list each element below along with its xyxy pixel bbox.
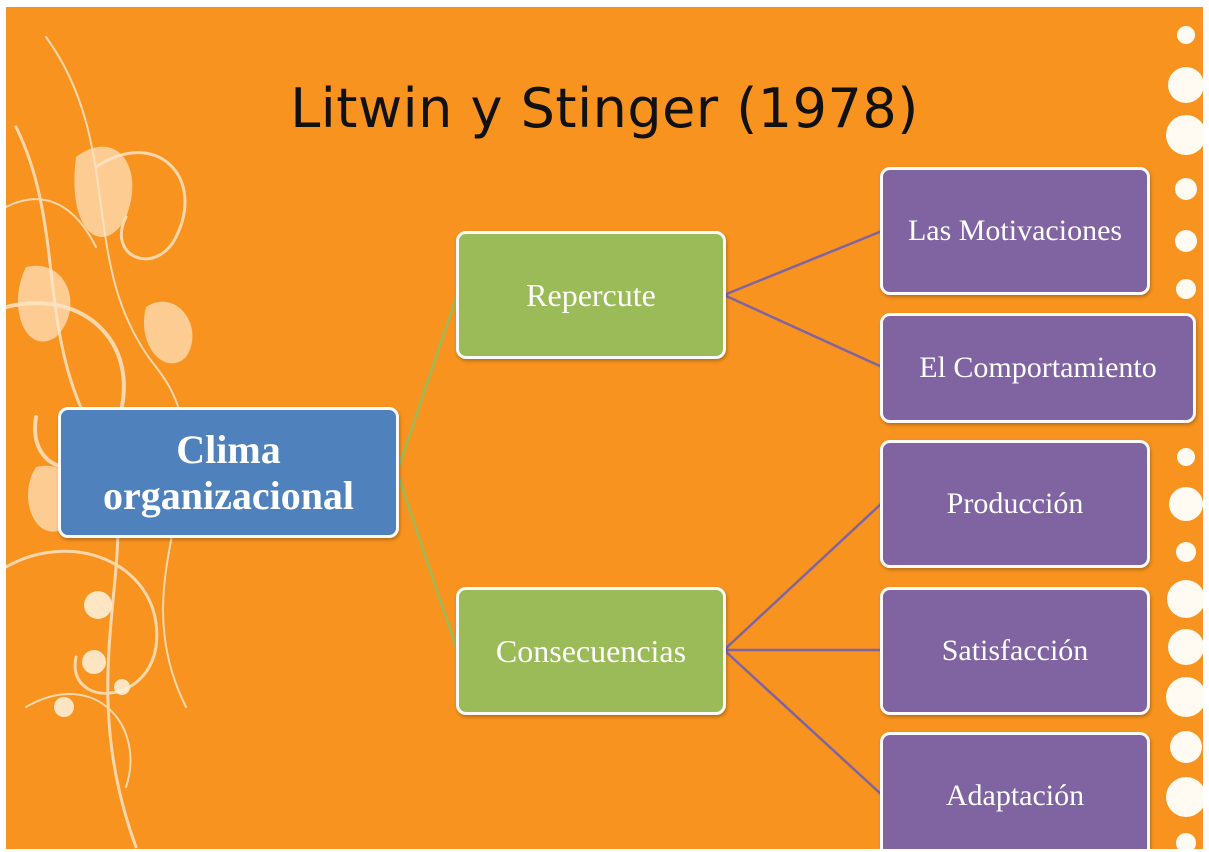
connector-root-to-repercute	[395, 294, 459, 473]
connector-root-to-consecuencias	[395, 471, 459, 651]
connector-consecuencias-to-adaptacion	[723, 649, 883, 796]
node-clima-organizacional: Clima organizacional	[58, 407, 399, 538]
connector-consecuencias-to-produccion	[723, 502, 883, 651]
node-consecuencias-label: Consecuencias	[495, 633, 687, 669]
node-repercute-label: Repercute	[526, 277, 656, 313]
node-produccion-label: Producción	[946, 487, 1084, 521]
connector-repercute-to-motivaciones	[723, 229, 883, 297]
node-produccion: Producción	[880, 440, 1150, 568]
node-satisfaccion-label: Satisfacción	[941, 634, 1089, 668]
connector-repercute-to-comportamiento	[723, 293, 883, 369]
node-el-comportamiento: El Comportamiento	[880, 313, 1196, 423]
node-adaptacion: Adaptación	[880, 732, 1150, 849]
dot-decoration	[54, 591, 130, 717]
node-consecuencias: Consecuencias	[456, 587, 726, 715]
node-satisfaccion: Satisfacción	[880, 587, 1150, 715]
right-edge-dots-decoration	[1166, 26, 1203, 849]
slide-title: Litwin y Stinger (1978)	[290, 77, 919, 140]
node-repercute: Repercute	[456, 231, 726, 359]
node-las-motivaciones-label: Las Motivaciones	[907, 214, 1123, 248]
node-adaptacion-label: Adaptación	[945, 779, 1085, 813]
node-clima-organizacional-label: Clima organizacional	[102, 426, 355, 518]
slide: Litwin y Stinger (1978) Clima organizaci…	[6, 7, 1203, 849]
node-las-motivaciones: Las Motivaciones	[880, 167, 1150, 295]
connector-lines	[395, 229, 883, 796]
node-el-comportamiento-label: El Comportamiento	[919, 351, 1157, 385]
